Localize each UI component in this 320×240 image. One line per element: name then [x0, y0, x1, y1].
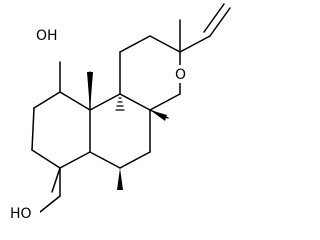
- chemical-structure-diagram: OH O HO: [8, 3, 231, 222]
- substituent-bonds: [39, 3, 231, 213]
- ring-b: [89, 93, 151, 169]
- ring-oxygen-label: O: [175, 67, 186, 83]
- hydroxyl-label-top: OH: [36, 28, 58, 44]
- hydroxyl-label-bottom: HO: [10, 206, 32, 222]
- wedge-bond: [117, 168, 123, 190]
- stereo-bonds: [87, 72, 167, 190]
- wedge-bond: [150, 110, 167, 121]
- atom-labels: OH O HO: [8, 22, 189, 222]
- ring-a: [31, 91, 91, 169]
- wedge-bond: [87, 72, 93, 110]
